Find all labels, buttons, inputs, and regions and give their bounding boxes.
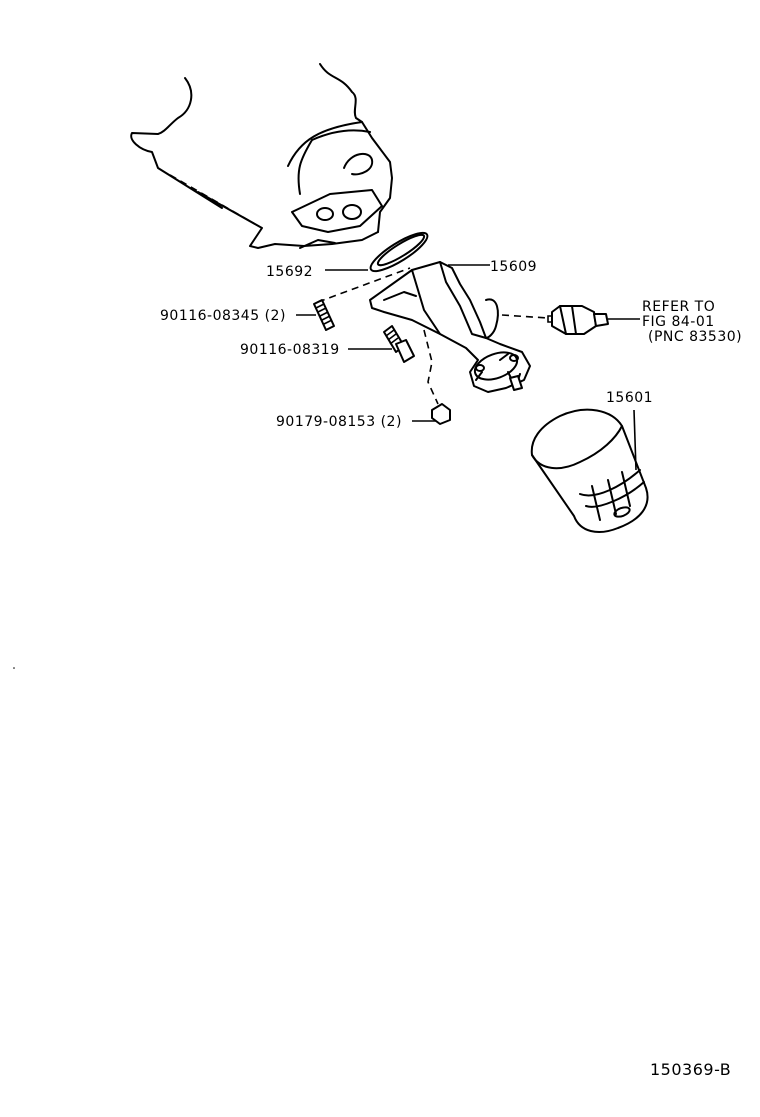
label-90116-08345: 90116-08345 (2) bbox=[160, 308, 286, 324]
part-labels: 15692 15609 15601 90116-08345 (2) 90116-… bbox=[160, 259, 653, 430]
oil-filter-15601 bbox=[530, 408, 649, 533]
gasket-15692 bbox=[325, 231, 429, 273]
oil-pressure-switch bbox=[501, 305, 640, 335]
label-15601: 15601 bbox=[606, 390, 653, 406]
label-15609: 15609 bbox=[490, 259, 537, 275]
figure-code: 150369-B bbox=[650, 1060, 731, 1079]
refer-line-3: (PNC 83530) bbox=[648, 329, 742, 345]
refer-line-1: REFER TO bbox=[642, 299, 715, 315]
refer-line-2: FIG 84-01 bbox=[642, 314, 715, 330]
label-90179-08153: 90179-08153 (2) bbox=[276, 414, 402, 430]
refer-note: REFER TO FIG 84-01 (PNC 83530) bbox=[642, 299, 742, 345]
stud-bolt-90116-08345 bbox=[296, 267, 411, 331]
stray-dot bbox=[13, 667, 15, 669]
label-90116-08319: 90116-08319 bbox=[240, 342, 340, 358]
nut-90179-08153 bbox=[412, 329, 451, 425]
stud-bolt-90116-08319 bbox=[348, 325, 415, 363]
oil-filter-bracket-15609 bbox=[369, 261, 531, 393]
engine-block bbox=[130, 63, 393, 249]
label-15692: 15692 bbox=[266, 264, 313, 280]
